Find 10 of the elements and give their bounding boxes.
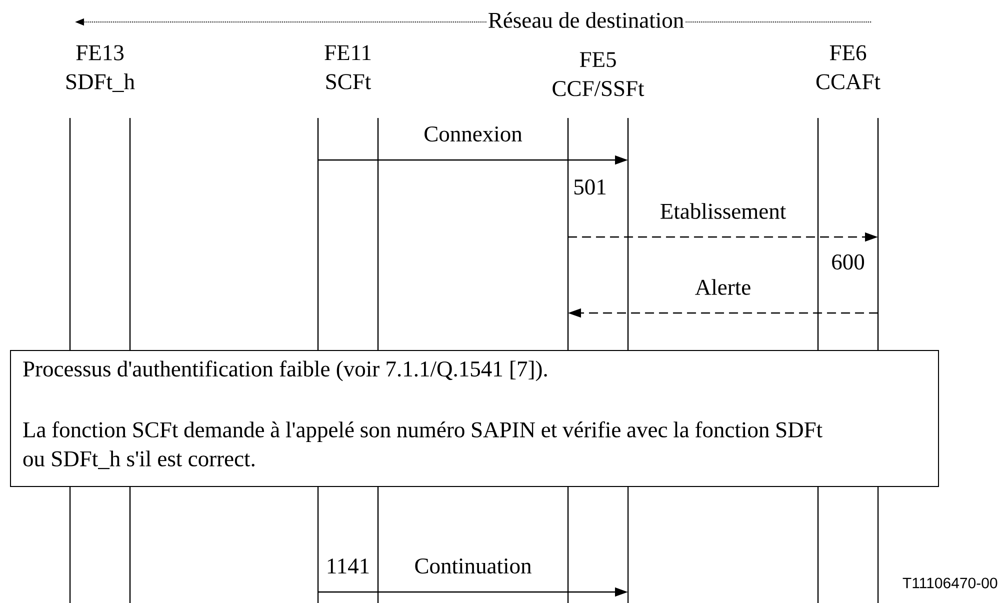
figure-code: T11106470-00	[902, 578, 998, 588]
note-box: Processus d'authentification faible (voir 7.1.1/Q.1541 [7]). La fonction SCFt demande à l'appelé son numéro SAPIN et vérifie avec la fonction SDFt ou SDFt_h s'il est correct.	[10, 350, 939, 487]
edge-label: Etablissement	[658, 202, 788, 220]
callout-number: 1141	[328, 558, 369, 574]
edge-label: Alerte	[694, 278, 752, 296]
callout-number: 600	[832, 254, 864, 270]
range-label: Réseau de destination	[486, 11, 686, 29]
callout-number: 501	[574, 179, 606, 195]
edge-label: Continuation	[413, 557, 533, 575]
edge-label: Connexion	[422, 125, 524, 143]
